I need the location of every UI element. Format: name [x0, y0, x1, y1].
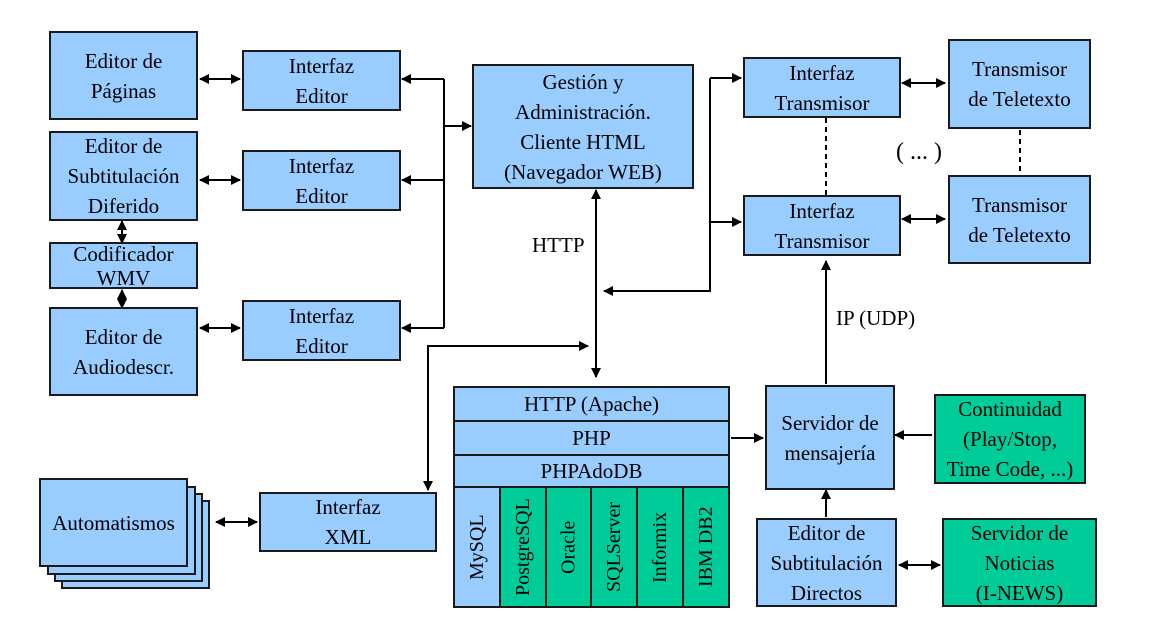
interfaz-xml-box: Interfaz XML — [259, 492, 437, 552]
editor-subtitulacion-directos-box: Editor de Subtitulación Directos — [756, 518, 897, 607]
editor-audiodescr-box: Editor de Audiodescr. — [49, 307, 198, 396]
codificador-wmv-box: Codificador WMV — [49, 242, 198, 290]
db-ibm-db2: IBM DB2 — [682, 486, 730, 608]
servidor-mensajeria-box: Servidor de mensajería — [765, 385, 895, 490]
interfaz-editor-3-box: Interfaz Editor — [242, 300, 401, 361]
bus-interfaz-transmisor — [603, 78, 711, 296]
php-box: PHP — [453, 420, 730, 456]
link-xml-http — [423, 341, 589, 491]
db-postgresql: PostgreSQL — [499, 486, 547, 608]
editor-subtitulacion-diferido-box: Editor de Subtitulación Diferido — [49, 131, 198, 221]
transmisor-teletexto-1-box: Transmisor de Teletexto — [948, 39, 1091, 129]
continuidad-box: Continuidad (Play/Stop, Time Code, ...) — [934, 394, 1086, 484]
interfaz-transmisor-1-box: Interfaz Transmisor — [743, 57, 901, 118]
phpadodb-box: PHPAdoDB — [453, 454, 730, 488]
ip-udp-label: IP (UDP) — [836, 306, 916, 330]
db-sqlserver: SQLServer — [590, 486, 638, 608]
interfaz-editor-2-box: Interfaz Editor — [242, 150, 401, 211]
gestion-cliente-html-box: Gestión y Administración. Cliente HTML (… — [472, 64, 694, 189]
servidor-noticias-box: Servidor de Noticias (I-NEWS) — [942, 518, 1097, 607]
interfaz-editor-1-box: Interfaz Editor — [242, 50, 401, 111]
http-label: HTTP — [532, 233, 585, 257]
automatismos-box: Automatismos — [39, 478, 188, 567]
ellipsis-label: ( ... ) — [896, 139, 942, 165]
db-oracle: Oracle — [545, 486, 592, 608]
db-informix: Informix — [636, 486, 684, 608]
transmisor-teletexto-2-box: Transmisor de Teletexto — [948, 175, 1091, 264]
db-mysql: MySQL — [453, 486, 501, 608]
editor-paginas-box: Editor de Páginas — [49, 31, 198, 120]
interfaz-transmisor-2-box: Interfaz Transmisor — [743, 195, 901, 256]
http-apache-box: HTTP (Apache) — [453, 386, 730, 422]
